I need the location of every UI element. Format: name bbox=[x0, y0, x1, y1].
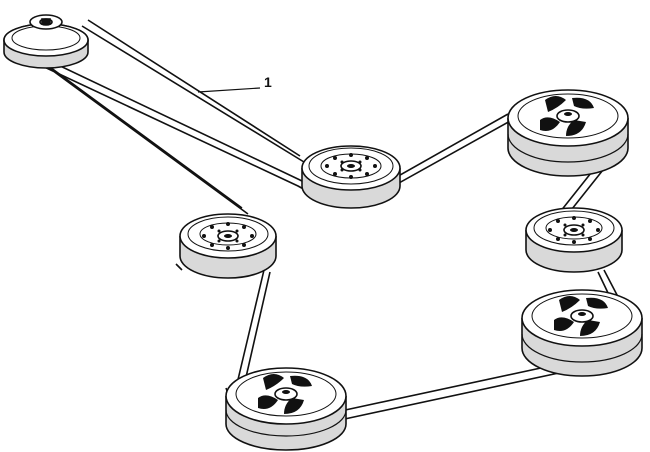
idler-pulley-center bbox=[301, 145, 401, 209]
spindle-pulley-top-right bbox=[507, 89, 629, 177]
idler-pulley-right bbox=[525, 207, 623, 273]
callout-1: 1 bbox=[197, 74, 272, 93]
engine-pulley bbox=[3, 14, 89, 69]
spindle-pulley-bottom-right bbox=[521, 289, 643, 377]
callout-label: 1 bbox=[264, 74, 272, 90]
spindle-pulley-bottom-left bbox=[225, 367, 347, 451]
callout-leader-line bbox=[197, 87, 261, 93]
idler-pulley-left bbox=[179, 213, 277, 279]
